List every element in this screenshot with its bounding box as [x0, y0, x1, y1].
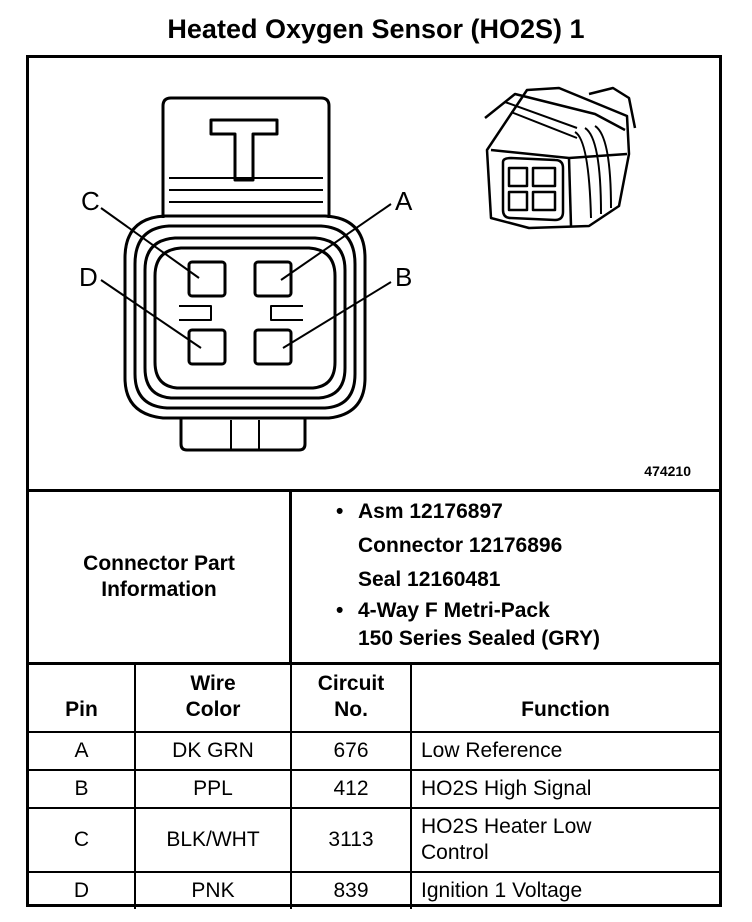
- connector-number: Connector 12176896: [358, 534, 563, 557]
- header-wire-line2: Color: [185, 698, 241, 721]
- connector-info-label-line1: Connector Part: [83, 552, 235, 575]
- pin-label-b: B: [395, 262, 412, 292]
- header-wire-color: Wire Color: [134, 662, 292, 733]
- pin-cell: D: [29, 871, 136, 909]
- connector-sheet: C A D B 474210 Connector: [26, 55, 722, 909]
- cavity-c: [187, 260, 227, 298]
- function-cell: HO2S Heater Low Control: [410, 807, 719, 873]
- wire-color-cell: PNK: [134, 871, 292, 909]
- table-row: A DK GRN 676 Low Reference: [29, 731, 719, 771]
- function-cell: Ignition 1 Voltage: [410, 871, 719, 909]
- function-line1: HO2S Heater Low: [421, 815, 592, 838]
- connector-info-label-line2: Information: [101, 578, 217, 601]
- table-row: B PPL 412 HO2S High Signal: [29, 769, 719, 809]
- connector-series: 150 Series Sealed (GRY): [358, 627, 601, 650]
- header-function: Function: [410, 662, 719, 733]
- cavity-b: [253, 328, 293, 366]
- pin-label-c: C: [81, 186, 100, 216]
- seal-number: Seal 12160481: [358, 568, 501, 591]
- outer-housing: [123, 214, 367, 420]
- circuit-cell: 412: [290, 769, 412, 809]
- connector-info-details: Asm 12176897 Connector 12176896 Seal 121…: [292, 492, 719, 665]
- latch-tab: [209, 118, 279, 182]
- function-line2: Control: [421, 841, 489, 864]
- wire-color-cell: BLK/WHT: [134, 807, 292, 873]
- latch-housing: [161, 96, 331, 218]
- table-row: C BLK/WHT 3113 HO2S Heater Low Control: [29, 807, 719, 873]
- table-row: D PNK 839 Ignition 1 Voltage: [29, 871, 719, 909]
- wire-color-cell: PPL: [134, 769, 292, 809]
- circuit-cell: 676: [290, 731, 412, 771]
- connector-figure: C A D B 474210: [29, 58, 719, 492]
- pin-cell: C: [29, 807, 136, 873]
- wire-color-cell: DK GRN: [134, 731, 292, 771]
- header-circuit-line2: No.: [334, 698, 368, 721]
- pin-label-d: D: [79, 262, 98, 292]
- connector-3d-view: [484, 86, 637, 230]
- connector-type: 4-Way F Metri-Pack: [292, 597, 719, 625]
- pinout-table: Pin Wire Color Circuit No. Function A DK…: [29, 662, 719, 909]
- pin-cell: B: [29, 769, 136, 809]
- circuit-cell: 839: [290, 871, 412, 909]
- cavity-d: [187, 328, 227, 366]
- header-circuit: Circuit No.: [290, 662, 412, 733]
- pin-cell: A: [29, 731, 136, 771]
- connector-drawing: C A D B: [79, 86, 637, 452]
- figure-id: 474210: [644, 463, 691, 479]
- pin-label-a: A: [395, 186, 413, 216]
- function-cell: HO2S High Signal: [410, 769, 719, 809]
- connector-part-info: Connector Part Information Asm 12176897 …: [29, 492, 719, 665]
- function-cell: Low Reference: [410, 731, 719, 771]
- header-wire-line1: Wire: [190, 672, 236, 695]
- connector-info-label: Connector Part Information: [29, 492, 292, 662]
- cavity-a: [253, 260, 293, 298]
- asm-number: Asm 12176897: [292, 495, 719, 529]
- page-title: Heated Oxygen Sensor (HO2S) 1: [167, 14, 585, 44]
- header-pin: Pin: [29, 662, 136, 733]
- circuit-cell: 3113: [290, 807, 412, 873]
- header-circuit-line1: Circuit: [317, 672, 385, 695]
